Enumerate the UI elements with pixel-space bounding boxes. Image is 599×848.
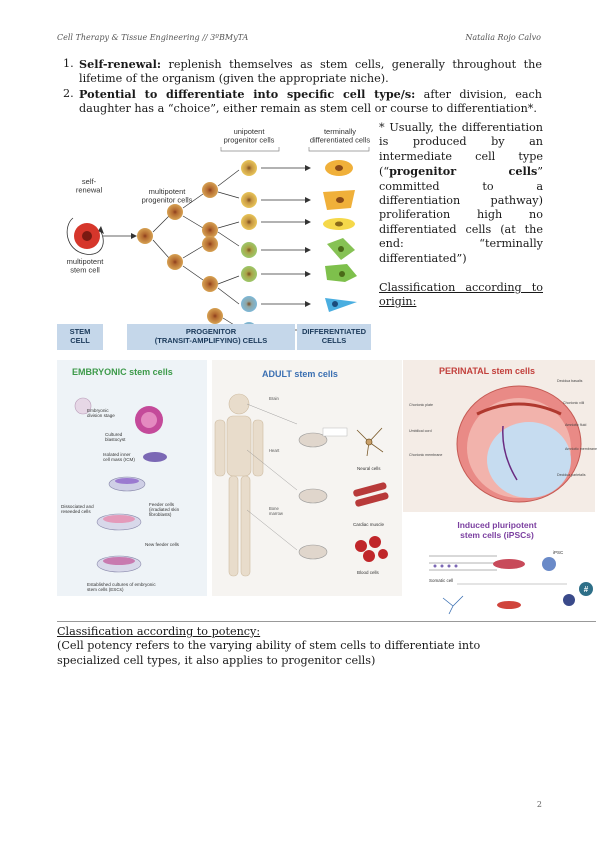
svg-text:Brain: Brain [269,396,279,401]
svg-text:Umbilical cord: Umbilical cord [409,429,432,433]
section-divider [57,621,596,622]
svg-text:marrow: marrow [269,511,284,516]
list-term: Potential to differentiate into specific… [79,86,416,101]
list-item: 1. Self-renewal: replenish themselves as… [57,57,542,87]
svg-text:Chorionic villi: Chorionic villi [563,401,584,405]
page-number: 2 [536,800,542,809]
embryonic-title: EMBRYONIC stem cells [72,367,173,377]
svg-text:New feeder cells: New feeder cells [145,542,180,547]
svg-text:Chorionic membrane: Chorionic membrane [409,453,442,457]
list-item: 2. Potential to differentiate into speci… [57,87,542,117]
adult-title: ADULT stem cells [262,369,338,379]
hash-badge-icon[interactable] [579,582,593,596]
box-stem-cell [57,324,103,350]
header-left: Cell Therapy & Tissue Engineering // 3ºB… [57,33,249,42]
potency-heading: Classification according to potency: [57,625,261,638]
ipsc-label: iPSC [553,550,564,555]
adult-label: Cardiac muscle [353,522,385,527]
adult-label: Neural cells [357,466,381,471]
list-number: 1. [63,57,74,70]
note-bold: progenitor cells [389,164,538,179]
note-text: * Usually, the differentiation is produc… [379,121,543,179]
box-progenitor-label: PROGENITOR(TRANSIT-AMPLIFYING) CELLS [155,327,268,345]
differentiation-note: * Usually, the differentiation is produc… [379,121,543,266]
list-term: Self-renewal: [79,57,162,71]
potency-body: (Cell potency refers to the varying abil… [57,639,481,667]
svg-text:Decidua parietalis: Decidua parietalis [557,473,586,477]
svg-text:Heart: Heart [269,448,280,453]
svg-text:Chorionic plate: Chorionic plate [409,403,433,407]
list-number: 2. [63,86,74,100]
numbered-list: 1. Self-renewal: replenish themselves as… [57,57,542,117]
perinatal-title: PERINATAL stem cells [439,366,535,376]
box-progenitor [127,324,295,350]
note-text: ” committed to a differentiation pathway… [379,165,543,265]
adult-label: Blood cells [357,570,380,575]
label-self-renewal: self-renewal [76,177,103,195]
svg-text:Bone: Bone [269,506,279,511]
svg-text:Decidua basalis: Decidua basalis [557,379,583,383]
list-text: replenish themselves as stem cells, gene… [79,58,542,86]
svg-text:Amniotic fluid: Amniotic fluid [565,423,586,427]
potency-section: Classification according to potency: (Ce… [57,625,544,668]
classification-origin-heading: Classification according to origin: [379,281,543,309]
hash-badge-label: # [584,585,589,594]
svg-text:Amniotic membrane: Amniotic membrane [565,447,597,451]
header-right: Natalia Rojo Calvo [465,33,541,42]
ipsc-label: Somatic cell [429,578,453,583]
list-text: after division, each daughter has a “cho… [79,87,542,116]
box-differentiated [297,324,371,350]
